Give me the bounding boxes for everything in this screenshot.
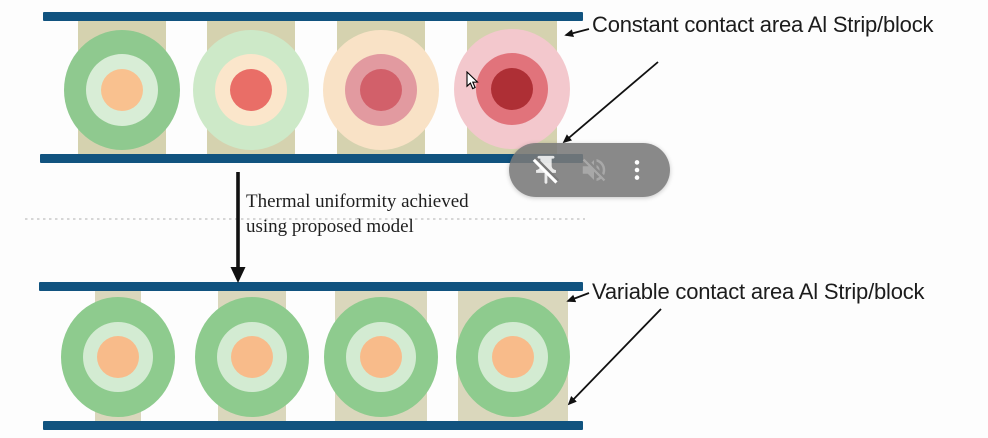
- cell-core-hot: [360, 69, 402, 111]
- media-controls-pill: [509, 143, 670, 197]
- busbar: [43, 421, 583, 430]
- volume-off-button[interactable]: [579, 150, 609, 190]
- cell-core-warm-core: [230, 69, 272, 111]
- cell-core-uniform: [231, 336, 273, 378]
- variable-contact-label: Variable contact area Al Strip/block: [592, 279, 925, 304]
- mouse-cursor: [466, 71, 479, 90]
- busbar: [40, 154, 583, 163]
- pin-off-button[interactable]: [529, 150, 563, 190]
- transition-caption-line1: Thermal uniformity achieved: [246, 191, 469, 212]
- more-vert-icon: [634, 160, 640, 180]
- busbar: [39, 282, 583, 291]
- transition-caption: Thermal uniformity achieved using propos…: [246, 189, 469, 239]
- cell-core-uniform: [97, 336, 139, 378]
- cell-core-uniform: [492, 336, 534, 378]
- constant-contact-label: Constant contact area Al Strip/block: [592, 12, 934, 37]
- volume-off-icon: [582, 158, 605, 182]
- pin-off-icon: [532, 155, 560, 185]
- transition-caption-line2: using proposed model: [246, 216, 414, 237]
- cell-core-hottest: [491, 68, 533, 110]
- busbar: [43, 12, 583, 21]
- cell-core-cool: [101, 69, 143, 111]
- more-options-button[interactable]: [624, 150, 650, 190]
- cell-core-uniform: [360, 336, 402, 378]
